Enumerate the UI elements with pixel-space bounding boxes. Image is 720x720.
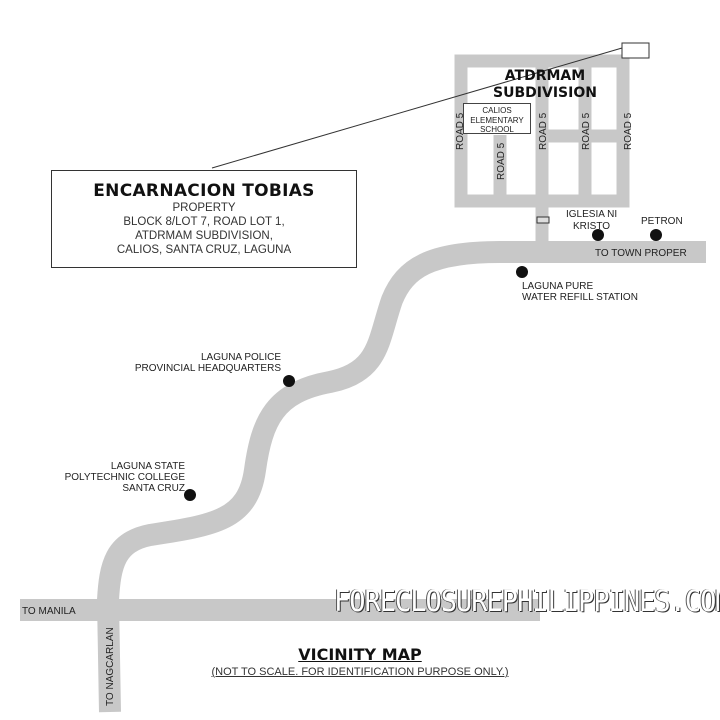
owner-name: ENCARNACION TOBIAS	[93, 181, 315, 201]
road-label: ROAD 5	[538, 112, 549, 150]
police-label-1: LAGUNA POLICE	[201, 352, 281, 363]
property-address-line: CALIOS, SANTA CRUZ, LAGUNA	[116, 244, 292, 256]
property-address-line: ATDRMAM SUBDIVISION,	[135, 230, 273, 242]
marker-iglesia	[592, 229, 604, 241]
water-label-2: WATER REFILL STATION	[522, 292, 638, 303]
property-info-box: ENCARNACION TOBIAS PROPERTY BLOCK 8/LOT …	[51, 170, 357, 268]
school-label: CALIOS	[482, 106, 512, 115]
road-label: ROAD 5	[496, 142, 507, 180]
police-label-2: PROVINCIAL HEADQUARTERS	[135, 363, 281, 374]
leader-line	[211, 47, 623, 169]
iglesia-label-1: IGLESIA NI	[566, 209, 617, 220]
college-label-2: POLYTECHNIC COLLEGE	[65, 472, 186, 483]
petron-label: PETRON	[641, 216, 683, 227]
property-type: PROPERTY	[172, 202, 236, 214]
to-nagcarlan-label: TO NAGCARLAN	[105, 627, 116, 706]
college-label-1: LAGUNA STATE	[111, 461, 185, 472]
marker-college	[184, 489, 196, 501]
road-label: ROAD 5	[455, 112, 466, 150]
road-label: ROAD 5	[623, 112, 634, 150]
to-town-proper-label: TO TOWN PROPER	[595, 248, 687, 259]
college-label-3: SANTA CRUZ	[122, 483, 185, 494]
school-label: SCHOOL	[480, 125, 514, 134]
marker-water-station	[516, 266, 528, 278]
map-title-block: VICINITY MAP (NOT TO SCALE. FOR IDENTIFI…	[0, 645, 720, 678]
school-box: CALIOS ELEMENTARY SCHOOL	[463, 103, 531, 134]
water-label-1: LAGUNA PURE	[522, 281, 593, 292]
road-label: ROAD 5	[581, 112, 592, 150]
map-note: (NOT TO SCALE. FOR IDENTIFICATION PURPOS…	[211, 666, 509, 678]
to-manila-label: TO MANILA	[22, 606, 76, 617]
property-lot	[536, 216, 550, 224]
marker-petron	[650, 229, 662, 241]
school-label: ELEMENTARY	[470, 115, 524, 125]
main-road	[96, 241, 706, 713]
subdivision-title-line2: SUBDIVISION	[493, 85, 597, 101]
iglesia-label-2: KRISTO	[573, 221, 610, 232]
subdivision-title-line1: ATDRMAM	[504, 68, 586, 84]
map-title: VICINITY MAP	[298, 645, 422, 664]
property-address-line: BLOCK 8/LOT 7, ROAD LOT 1,	[123, 216, 285, 228]
property-marker-box	[621, 42, 650, 59]
marker-police	[283, 375, 295, 387]
subdivision-title: ATDRMAM SUBDIVISION	[470, 68, 620, 102]
watermark: FORECLOSUREPHILIPPINES.COM	[334, 584, 720, 619]
